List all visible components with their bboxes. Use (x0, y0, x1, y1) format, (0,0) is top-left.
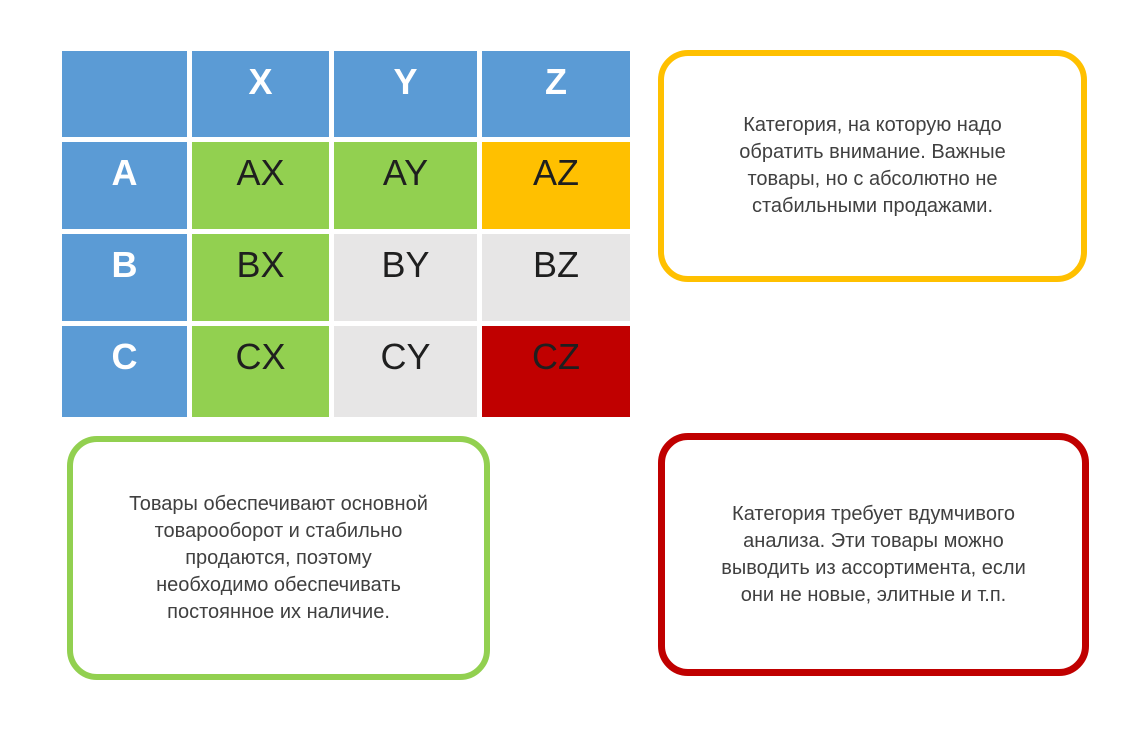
matrix-col-header-x: X (192, 51, 329, 137)
callout-cz-analysis: Категория требует вдумчивого анализа. Эт… (658, 433, 1089, 676)
matrix-cell-az: AZ (482, 142, 630, 229)
matrix-cell-by: BY (334, 234, 477, 321)
callout-line: постоянное их наличие. (167, 600, 390, 623)
callout-line: товарооборот и стабильно (154, 519, 403, 542)
matrix-cell-ay: AY (334, 142, 477, 229)
callout-line: товары, но с абсолютно не (747, 168, 998, 190)
callout-stable-goods: Товары обеспечивают основной товарооборо… (67, 436, 490, 680)
callout-line: необходимо обеспечивать (156, 573, 401, 596)
callout-line: Товары обеспечивают основной (129, 492, 428, 515)
callout-line: стабильными продажами. (751, 195, 994, 217)
matrix-col-header-z: Z (482, 51, 630, 137)
matrix-cell-ax: AX (192, 142, 329, 229)
callout-line: анализа. Эти товары можно (743, 529, 1004, 552)
matrix-row-header-b: B (62, 234, 187, 321)
matrix-row-header-c: C (62, 326, 187, 417)
matrix-cell-cy: CY (334, 326, 477, 417)
callout-az-attention: Категория, на которую надо обратить вним… (658, 50, 1087, 282)
matrix-cell-bx: BX (192, 234, 329, 321)
matrix-row-header-a: A (62, 142, 187, 229)
matrix-corner-cell (62, 51, 187, 137)
callout-line: они не новые, элитные и т.п. (740, 583, 1007, 606)
matrix-cell-cz: CZ (482, 326, 630, 417)
callout-line: Категория требует вдумчивого (732, 502, 1015, 525)
matrix-col-header-y: Y (334, 51, 477, 137)
matrix-cell-cx: CX (192, 326, 329, 417)
callout-line: продаются, поэтому (185, 546, 372, 569)
matrix-cell-bz: BZ (482, 234, 630, 321)
callout-line: обратить внимание. Важные (739, 141, 1006, 163)
callout-line: Категория, на которую надо (743, 114, 1002, 136)
callout-line: выводить из ассортимента, если (721, 556, 1026, 579)
abc-xyz-matrix: X Y Z A AX AY AZ B BX BY BZ C CX CY CZ (62, 51, 630, 417)
